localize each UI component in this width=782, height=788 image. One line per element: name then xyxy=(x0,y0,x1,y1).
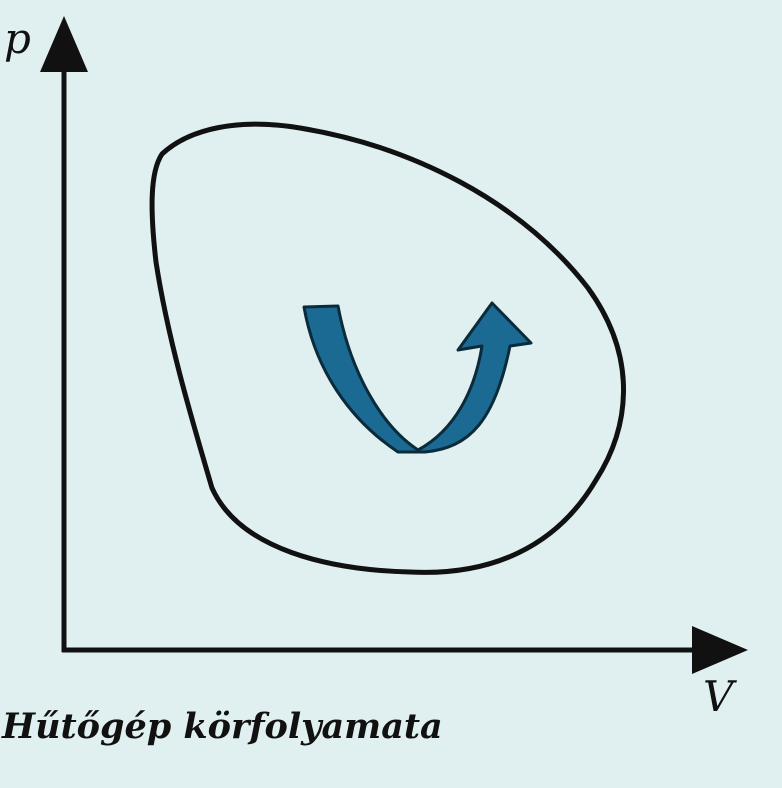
y-axis-arrowhead xyxy=(40,16,88,72)
diagram-caption: Hűtőgép körfolyamata xyxy=(2,706,443,747)
x-axis-arrowhead xyxy=(692,626,748,674)
y-axis-label: p xyxy=(4,14,31,63)
curved-u-arrow-icon xyxy=(302,301,533,454)
x-axis-label: V xyxy=(703,672,734,721)
cycle-curve xyxy=(149,121,626,575)
